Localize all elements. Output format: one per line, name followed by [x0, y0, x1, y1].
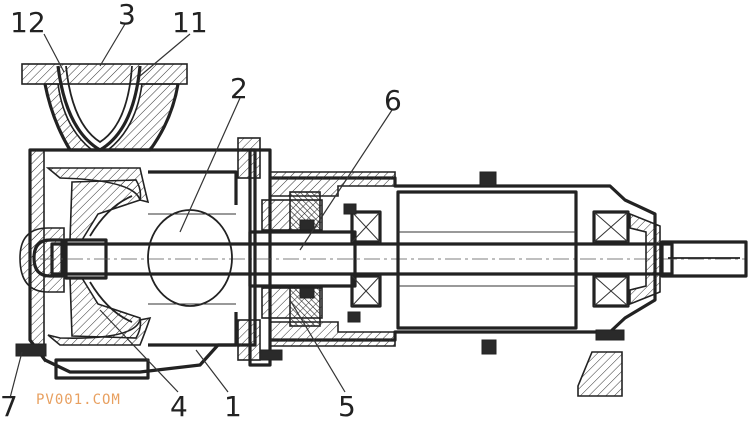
- leader-5: [289, 299, 346, 393]
- leader-lines: [9, 23, 393, 399]
- shaft: [40, 230, 748, 288]
- bearing-front-upper: [350, 210, 382, 244]
- bottom-plug: [481, 339, 497, 355]
- bearing-rear-lower: [592, 274, 630, 308]
- leader-1: [195, 349, 229, 393]
- impeller-bottom-shroud: [69, 277, 142, 339]
- shaft-extension: [660, 240, 748, 278]
- shaft-main: [50, 242, 674, 276]
- leader-7: [9, 351, 23, 399]
- seal-assembly: [261, 191, 323, 327]
- impeller-vane-bottom: [89, 281, 133, 323]
- casing-chamber-top: [148, 170, 238, 205]
- frame-wall-bottom: [269, 321, 396, 347]
- bearing-rear-upper-x2: [593, 211, 629, 243]
- frame-bolt-top: [343, 203, 357, 215]
- part-label-5: 5: [338, 390, 356, 423]
- bearing-front-lower-x2: [351, 275, 381, 307]
- part-label-12: 12: [10, 6, 46, 39]
- part-label-11: 11: [172, 6, 208, 39]
- seal-spring-upper: [299, 219, 315, 231]
- casing-chamber-bottom: [148, 312, 238, 347]
- front-cover-ring: [32, 238, 64, 278]
- leader-3: [99, 23, 126, 67]
- chamber-window: [147, 209, 233, 307]
- inlet-hatch-right: [105, 83, 179, 151]
- part-labels: 12 3 11 2 6 7 4 1 5: [0, 0, 402, 423]
- leader-11: [139, 33, 191, 77]
- impeller: [64, 179, 142, 339]
- top-plug: [479, 171, 497, 187]
- frame-window: [396, 190, 578, 330]
- inlet-liner-inner: [65, 65, 133, 144]
- rear-chamber: [147, 209, 236, 307]
- part-label-1: 1: [224, 390, 242, 423]
- front-bolt: [15, 343, 47, 357]
- bottom-foot: [54, 358, 150, 380]
- bearing-front-lower: [350, 274, 382, 308]
- leader-6: [299, 109, 393, 251]
- frame-wall-top: [269, 171, 396, 197]
- end-cover: [629, 212, 661, 306]
- frame-bolt-bottom: [347, 311, 361, 323]
- impeller-vane-top: [89, 195, 133, 237]
- part-label-3: 3: [118, 0, 136, 31]
- leader-2: [179, 97, 241, 233]
- part-label-2: 2: [230, 72, 248, 105]
- part-label-4: 4: [170, 390, 188, 423]
- foot-bracket: [577, 351, 623, 397]
- front-cover-cap: [19, 227, 65, 293]
- support-foot: [259, 329, 625, 397]
- impeller-top-shroud: [69, 179, 142, 241]
- part-label-6: 6: [384, 84, 402, 117]
- bearing-rear-lower-x2: [593, 275, 629, 307]
- inlet-flange: [21, 63, 188, 85]
- seal-spring-lower: [299, 287, 315, 299]
- watermark-text: PV001.COM: [36, 392, 121, 408]
- foot-bolt: [595, 329, 625, 341]
- leader-12: [43, 33, 65, 73]
- casing-bolt-right: [259, 349, 283, 361]
- bearing-frame: [269, 171, 661, 355]
- bearing-front-upper-x2: [351, 211, 381, 243]
- inlet-hatch-left: [44, 83, 95, 151]
- leader-4: [99, 309, 179, 393]
- frame-outer: [270, 176, 657, 342]
- part-label-7: 7: [0, 390, 18, 423]
- bearing-rear-upper: [592, 210, 630, 244]
- suction-inlet: [21, 63, 188, 152]
